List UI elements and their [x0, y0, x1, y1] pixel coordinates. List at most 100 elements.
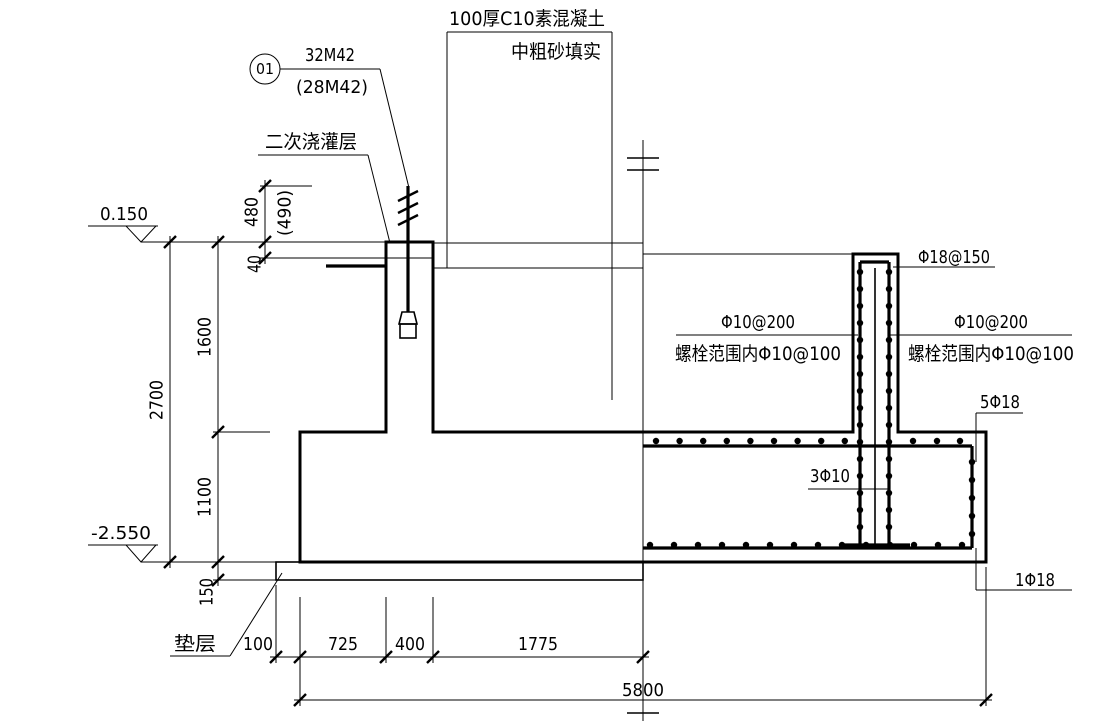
rebar-dot [856, 285, 864, 293]
rebar-pedestal-ties: 3Φ10 [810, 466, 850, 487]
rebar-dot [652, 437, 660, 445]
dim-cushion-height: 150 [197, 578, 218, 606]
rebar-dot [968, 512, 976, 520]
elevation-bottom-label: -2.550 [91, 523, 151, 544]
rebar-dot [910, 541, 918, 549]
dimension-tick [293, 650, 307, 664]
dim-pedestal-width: 400 [395, 634, 425, 655]
rebar-dot [856, 523, 864, 531]
dim-bolt-length: 480 [242, 197, 263, 227]
rebar-dot [814, 541, 822, 549]
rebar-dot [968, 530, 976, 538]
dim-seg2: 1775 [518, 634, 558, 655]
rebar-stirrup-left-note: 螺栓范围内Φ10@100 [675, 343, 841, 365]
rebar-dot [885, 285, 893, 293]
rebar-dot [968, 494, 976, 502]
rebar-pedestal-main: Φ18@150 [918, 247, 990, 268]
rebar-dot [856, 489, 864, 497]
rebar-dot [856, 421, 864, 429]
bolt-anchor-cone [397, 311, 419, 325]
dimension-lines [163, 179, 993, 707]
dimension-tick [426, 650, 440, 664]
dimension-tick [979, 693, 993, 707]
rebar-stirrup-right: Φ10@200 [954, 312, 1028, 333]
rebar-dot [790, 541, 798, 549]
dimension-tick [636, 650, 650, 664]
leader-line [379, 68, 410, 189]
rebar-dot [770, 437, 778, 445]
dim-pedestal-height: 1600 [195, 317, 216, 357]
leaders [170, 31, 1072, 657]
rebar-dot [646, 541, 654, 549]
bolt-alt-spec: (28M42) [296, 77, 368, 98]
rebar-dot [885, 489, 893, 497]
rebar-dot [968, 476, 976, 484]
bolt-thread-mark [397, 213, 419, 227]
dim-total-width: 5800 [622, 680, 664, 701]
rebar-dot [885, 455, 893, 463]
dim-total-height: 2700 [147, 380, 168, 420]
rebar-dot [968, 458, 976, 466]
dim-base-height: 1100 [195, 477, 216, 517]
rebar-dot [856, 302, 864, 310]
rebar-dot [818, 437, 825, 445]
dimension-tick [258, 251, 272, 265]
dimension-tick [379, 650, 393, 664]
rebar-dot [885, 302, 893, 310]
bolt-tag: 01 [256, 60, 274, 78]
rebar-dot [670, 541, 678, 549]
rebar-dot [885, 387, 893, 395]
bolt-thread-mark [397, 189, 419, 203]
anchor-bolt [397, 186, 419, 339]
dimension-tick [269, 650, 283, 664]
rebar-dot [841, 437, 848, 445]
dimension-tick [211, 573, 225, 587]
dimension-tick [258, 179, 272, 193]
rebar-dot [676, 437, 683, 445]
bolt-spec: 32M42 [305, 45, 355, 66]
base-and-pedestal-outline-right [641, 252, 988, 564]
dimension-tick [258, 235, 272, 249]
rebar-dot [856, 370, 864, 378]
break-line [627, 140, 659, 721]
dimension-tick [211, 235, 225, 249]
rebar-dot [885, 268, 893, 276]
elevation-top-label: 0.150 [100, 204, 148, 225]
rebar-bottom-bar: 1Φ18 [1015, 570, 1055, 591]
rebar-dot [885, 523, 893, 531]
left-outline [275, 240, 853, 581]
rebar-side-bars: 5Φ18 [980, 392, 1020, 413]
bolt-anchor-plate [399, 323, 417, 339]
rebar-dot [723, 437, 730, 445]
dimension-tick [163, 555, 177, 569]
rebar-dot [856, 268, 864, 276]
rebar-dot [856, 353, 864, 361]
leader-line [229, 572, 283, 657]
grout-layer-note: 二次浇灌层 [265, 131, 357, 153]
rebar-dot [885, 370, 893, 378]
rebar-dot [934, 541, 942, 549]
extension-lines [141, 185, 987, 706]
labels: 100厚C10素混凝土 中粗砂填实 01 32M42 (28M42) 二次浇灌层… [91, 8, 1074, 701]
rebar-dot [885, 404, 893, 412]
rebar-dot [856, 455, 864, 463]
dim-bolt-length-alt: (490) [275, 190, 296, 236]
rebar-dot [766, 541, 774, 549]
elevation-triangle [124, 544, 158, 563]
rebar-dot [856, 404, 864, 412]
elevation-triangle [124, 225, 158, 243]
rebar-dot [885, 438, 893, 446]
rebar-dot [885, 353, 893, 361]
rebar-dot [794, 437, 801, 445]
rebar-dot [700, 437, 707, 445]
rebar-dot [885, 336, 893, 344]
cushion-layer [275, 561, 644, 581]
dim-seg1: 725 [328, 634, 358, 655]
rebar-dot [885, 421, 893, 429]
rebar-dot [694, 541, 702, 549]
rebar-dot [885, 506, 893, 514]
reinforcement [643, 260, 976, 550]
rebar-dot [886, 541, 894, 549]
rebar-dot [856, 387, 864, 395]
